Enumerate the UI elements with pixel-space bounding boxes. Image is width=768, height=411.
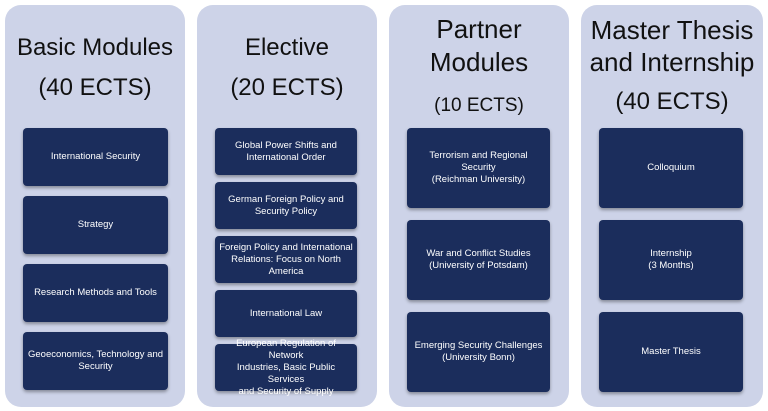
module-label: Foreign Policy and International	[219, 241, 353, 253]
elective-title: Elective	[244, 34, 330, 61]
module-label: America	[268, 265, 304, 277]
module-internship: Internship (3 Months)	[599, 220, 743, 300]
module-label: (Reichman University)	[431, 174, 526, 185]
module-label: Emerging Security Challenges	[414, 340, 543, 351]
module-emerging-security-challenges: Emerging Security Challenges (University…	[407, 312, 550, 392]
partner-modules-credits: (10 ECTS)	[434, 95, 524, 116]
module-label: Global Power Shifts and	[235, 139, 337, 151]
basic-modules-credits: (40 ECTS)	[38, 74, 152, 101]
module-label: Industries, Basic Public Services	[236, 361, 336, 385]
module-research-methods: Research Methods and Tools	[23, 264, 168, 322]
module-war-conflict-studies: War and Conflict Studies (University of …	[407, 220, 550, 300]
module-label: International Security	[50, 151, 141, 162]
module-international-law: International Law	[215, 290, 357, 337]
module-label: Relations: Focus on North	[231, 253, 341, 265]
module-label: European Regulation of Network	[236, 337, 336, 361]
master-thesis-title-line1: Master Thesis	[590, 15, 754, 45]
module-label: Geoeconomics, Technology and	[27, 349, 164, 360]
master-thesis-credits: (40 ECTS)	[615, 88, 729, 115]
module-terrorism-regional-security: Terrorism and Regional Security (Reichma…	[407, 128, 550, 208]
module-international-security: International Security	[23, 128, 168, 186]
module-label: Strategy	[77, 219, 114, 230]
module-label: German Foreign Policy and	[228, 193, 344, 205]
module-geoeconomics: Geoeconomics, Technology and Security	[23, 332, 168, 390]
elective-credits: (20 ECTS)	[230, 74, 344, 101]
module-master-thesis: Master Thesis	[599, 312, 743, 392]
master-thesis-title-line2: and Internship	[589, 47, 755, 77]
module-german-foreign-policy: German Foreign Policy and Security Polic…	[215, 182, 357, 229]
module-label: (3 Months)	[648, 260, 694, 271]
module-global-power-shifts: Global Power Shifts and International Or…	[215, 128, 357, 175]
module-european-regulation: European Regulation of Network Industrie…	[215, 338, 357, 397]
module-label: and Security of Supply	[238, 385, 334, 397]
partner-modules-title-line1: Partner	[436, 14, 522, 44]
module-strategy: Strategy	[23, 196, 168, 254]
module-label: (University of Potsdam)	[429, 260, 528, 271]
module-label: Security	[78, 361, 113, 372]
elective-panel: Elective (20 ECTS) Global Power Shifts a…	[197, 5, 377, 407]
module-foreign-policy-north-america: Foreign Policy and International Relatio…	[215, 236, 357, 283]
partner-modules-panel: Partner Modules (10 ECTS) Terrorism and …	[389, 5, 569, 407]
partner-modules-title-line2: Modules	[429, 47, 529, 77]
basic-modules-title: Basic Modules	[16, 34, 174, 61]
module-label: Research Methods and Tools	[34, 287, 157, 298]
module-label: Master Thesis	[641, 346, 701, 357]
module-label: Colloquium	[647, 162, 695, 173]
module-label: Internship	[650, 248, 692, 259]
module-label: International Order	[246, 151, 326, 163]
module-label: Security Policy	[254, 205, 318, 217]
module-label: (University Bonn)	[442, 352, 515, 363]
module-label: War and Conflict Studies	[426, 248, 531, 259]
basic-modules-panel: Basic Modules (40 ECTS) International Se…	[5, 5, 185, 407]
module-colloquium: Colloquium	[599, 128, 743, 208]
master-thesis-panel: Master Thesis and Internship (40 ECTS) C…	[581, 5, 763, 407]
module-label: International Law	[249, 307, 323, 319]
module-label: Terrorism and Regional Security	[429, 150, 528, 173]
